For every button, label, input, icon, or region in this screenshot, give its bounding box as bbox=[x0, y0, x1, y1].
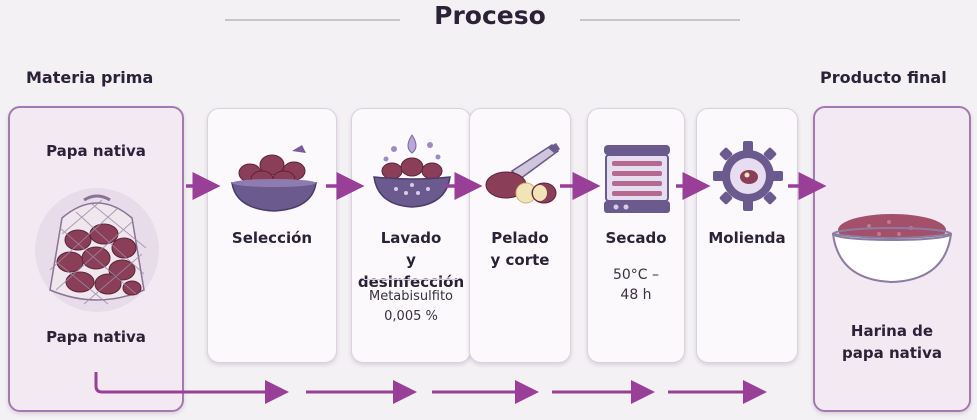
raw-material-top-label: Papa nativa bbox=[46, 142, 146, 160]
diagram-title: Proceso bbox=[434, 1, 546, 30]
step-lavado-note-line1: Metabisulfito bbox=[368, 289, 453, 304]
title-rule-left bbox=[225, 19, 400, 21]
step-lavado: Lavado y desinfección Metabisulfito 0,00… bbox=[351, 108, 471, 363]
step-secado-note-line1: 50°C – bbox=[612, 267, 660, 283]
knife-potato-icon bbox=[485, 143, 560, 204]
final-product-box: Harina de papa nativa bbox=[813, 106, 971, 412]
left-header: Materia prima bbox=[26, 68, 154, 87]
step-lavado-note-line2: 0,005 % bbox=[384, 309, 438, 324]
step-lavado-label-line1: Lavado bbox=[380, 229, 442, 247]
step-lavado-label-line2: y desinfección bbox=[357, 251, 465, 291]
grinder-gear-icon bbox=[713, 141, 783, 211]
step-molienda: Molienda bbox=[696, 108, 798, 363]
potato-bowl-icon bbox=[231, 145, 317, 212]
step-secado: Secado 50°C – 48 h bbox=[587, 108, 685, 363]
raw-material-bottom-label: Papa nativa bbox=[46, 328, 146, 346]
washing-bowl-icon bbox=[373, 134, 451, 208]
step-seleccion-label: Selección bbox=[231, 229, 313, 247]
step-secado-note-line2: 48 h bbox=[620, 287, 652, 303]
step-lavado-divider bbox=[364, 279, 458, 280]
step-molienda-label: Molienda bbox=[708, 229, 786, 247]
flour-bowl-icon bbox=[831, 214, 953, 284]
title-rule-right bbox=[580, 19, 740, 21]
step-pelado-label-line1: Pelado bbox=[491, 229, 549, 247]
raw-material-box: Papa nativa Papa nativa bbox=[8, 106, 184, 412]
dehydrator-icon bbox=[604, 145, 670, 213]
step-pelado: Pelado y corte bbox=[469, 108, 571, 363]
step-pelado-label-line2: y corte bbox=[490, 251, 550, 269]
lower-arrow-1 bbox=[94, 372, 289, 404]
right-header: Producto final bbox=[820, 68, 947, 87]
step-seleccion: Selección bbox=[207, 108, 337, 363]
final-product-label-line1: Harina de bbox=[850, 322, 934, 340]
potato-sack-icon bbox=[35, 188, 159, 312]
final-product-label-line2: papa nativa bbox=[842, 344, 942, 362]
step-secado-label: Secado bbox=[605, 229, 667, 247]
